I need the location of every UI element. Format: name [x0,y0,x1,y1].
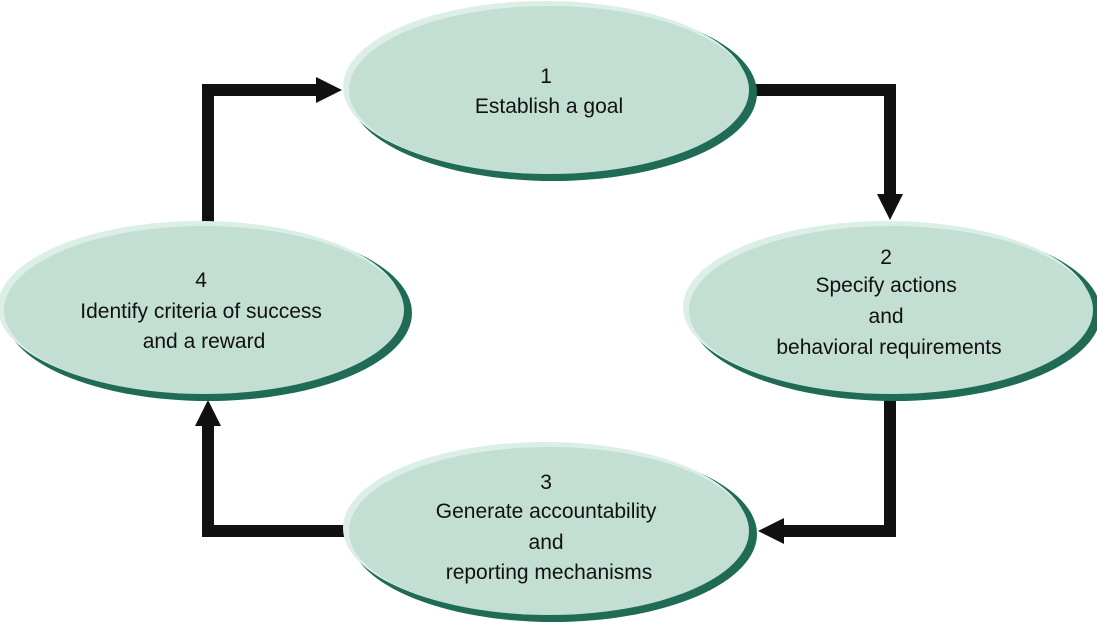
arrow-4-to-1 [202,77,342,222]
node-2: 2 Specify actions and behavioral require… [683,221,1097,401]
node-2-label: 2 Specify actions and behavioral require… [776,246,1001,359]
node-1: 1 Establish a goal [343,1,757,181]
node-2-line-2: and [869,305,904,328]
node-4: 4 Identify criteria of success and a rew… [0,221,412,401]
node-3-line-3: reporting mechanisms [446,561,653,584]
node-3-label: 3 Generate accountability and reporting … [436,471,662,584]
node-3-ellipse [349,447,749,615]
arrow-2-to-3 [758,398,896,544]
node-2-line-1: Specify actions [815,274,956,297]
node-4-line-1: Identify criteria of success [80,300,322,323]
node-1-label: 1 Establish a goal [475,65,623,118]
node-4-line-2: and a reward [143,330,266,353]
node-2-line-3: behavioral requirements [776,336,1001,359]
node-2-number: 2 [880,246,892,269]
node-2-ellipse [689,226,1093,394]
node-4-label: 4 Identify criteria of success and a rew… [80,269,327,353]
node-3: 3 Generate accountability and reporting … [343,442,757,622]
node-4-ellipse [4,226,404,394]
edges [195,77,903,544]
node-1-ellipse [349,6,749,174]
arrow-1-to-2 [752,84,903,220]
arrow-3-to-4 [195,400,346,537]
node-1-number: 1 [540,65,552,88]
node-3-line-1: Generate accountability [436,500,657,523]
node-4-number: 4 [195,269,207,292]
node-1-line-1: Establish a goal [475,95,623,118]
node-3-number: 3 [540,471,552,494]
node-3-line-2: and [529,531,564,554]
